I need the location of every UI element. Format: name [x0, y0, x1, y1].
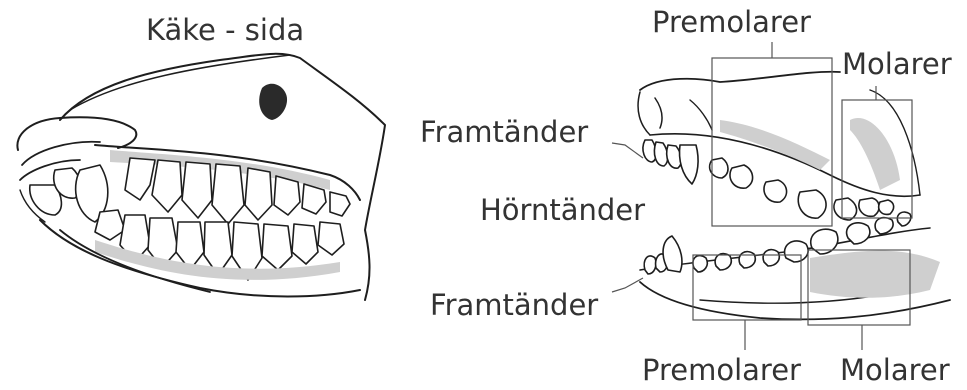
lower-molars-label: Molarer [840, 356, 950, 385]
side-view-jaw-drawing [17, 54, 385, 300]
side-view-title: Käke - sida [146, 16, 304, 45]
lower-premolars-label: Premolarer [642, 356, 801, 385]
upper-incisors-label: Framtänder [420, 118, 588, 147]
canines-label: Hörntänder [480, 196, 645, 225]
upper-molars-label: Molarer [842, 50, 952, 79]
tooth-chart-drawing [612, 42, 950, 350]
upper-premolars-label: Premolarer [652, 8, 811, 37]
lower-incisors-label: Framtänder [430, 291, 598, 320]
